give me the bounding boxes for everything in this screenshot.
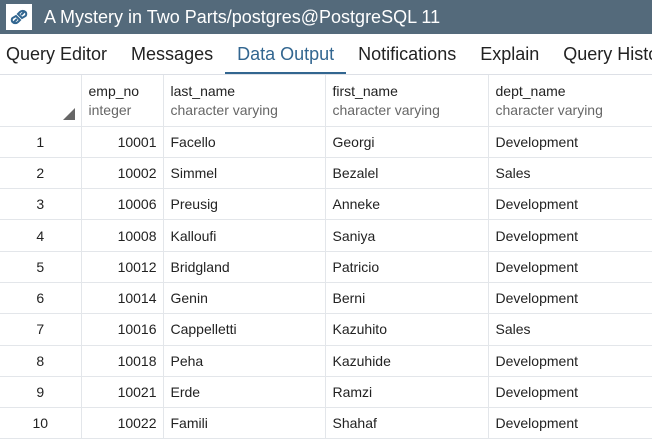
title-bar: A Mystery in Two Parts/postgres@PostgreS…	[0, 0, 652, 34]
cell-dept-name[interactable]: Development	[488, 345, 652, 377]
tab-bar: Query Editor Messages Data Output Notifi…	[0, 34, 652, 75]
tab-label: Data Output	[237, 43, 335, 64]
cell-dept-name[interactable]: Development	[488, 282, 652, 315]
row-number[interactable]: 1	[0, 126, 82, 158]
row-number[interactable]: 9	[0, 376, 82, 409]
cell-emp-no[interactable]: 10022	[81, 407, 164, 440]
cell-last-name[interactable]: Kalloufi	[163, 219, 326, 252]
cell-dept-name[interactable]: Development	[488, 126, 652, 158]
tab-query-history[interactable]: Query Histor	[551, 34, 652, 74]
cell-first-name[interactable]: Patricio	[325, 251, 489, 283]
row-number[interactable]: 4	[0, 219, 82, 252]
cell-dept-name[interactable]: Sales	[488, 157, 652, 190]
cell-emp-no[interactable]: 10016	[81, 313, 164, 346]
cell-last-name[interactable]: Bridgland	[163, 251, 326, 283]
tab-messages[interactable]: Messages	[119, 34, 225, 74]
data-output-grid: emp_no integer last_name character varyi…	[0, 75, 652, 440]
table-row[interactable]: 2 10002 Simmel Bezalel Sales	[0, 157, 652, 190]
column-type: character varying	[170, 102, 278, 118]
cell-first-name[interactable]: Bezalel	[325, 157, 489, 190]
column-header-first-name[interactable]: first_name character varying	[325, 75, 489, 127]
column-type: character varying	[332, 102, 440, 118]
cell-last-name[interactable]: Erde	[163, 376, 326, 409]
select-all-triangle-icon	[62, 107, 75, 120]
cell-first-name[interactable]: Shahaf	[325, 407, 489, 440]
table-row[interactable]: 10 10022 Famili Shahaf Development	[0, 407, 652, 440]
cell-emp-no[interactable]: 10008	[81, 219, 164, 252]
cell-first-name[interactable]: Ramzi	[325, 376, 489, 409]
column-name: last_name	[170, 83, 236, 99]
row-number[interactable]: 7	[0, 313, 82, 346]
cell-dept-name[interactable]: Development	[488, 219, 652, 252]
cell-emp-no[interactable]: 10018	[81, 345, 164, 377]
cell-emp-no[interactable]: 10002	[81, 157, 164, 190]
cell-first-name[interactable]: Kazuhito	[325, 313, 489, 346]
tab-notifications[interactable]: Notifications	[346, 34, 468, 74]
cell-dept-name[interactable]: Development	[488, 188, 652, 221]
table-row[interactable]: 3 10006 Preusig Anneke Development	[0, 188, 652, 221]
table-row[interactable]: 5 10012 Bridgland Patricio Development	[0, 251, 652, 283]
cell-last-name[interactable]: Genin	[163, 282, 326, 315]
table-row[interactable]: 8 10018 Peha Kazuhide Development	[0, 345, 652, 377]
cell-emp-no[interactable]: 10006	[81, 188, 164, 221]
tab-query-editor[interactable]: Query Editor	[0, 34, 119, 74]
tab-explain[interactable]: Explain	[468, 34, 551, 74]
column-type: character varying	[495, 102, 603, 118]
cell-last-name[interactable]: Simmel	[163, 157, 326, 190]
cell-first-name[interactable]: Anneke	[325, 188, 489, 221]
tab-data-output[interactable]: Data Output	[225, 34, 347, 74]
cell-last-name[interactable]: Peha	[163, 345, 326, 377]
row-number[interactable]: 8	[0, 345, 82, 377]
cell-dept-name[interactable]: Development	[488, 407, 652, 440]
cell-last-name[interactable]: Famili	[163, 407, 326, 440]
table-row[interactable]: 9 10021 Erde Ramzi Development	[0, 376, 652, 409]
tab-label: Explain	[480, 43, 540, 64]
cell-emp-no[interactable]: 10021	[81, 376, 164, 409]
cell-emp-no[interactable]: 10012	[81, 251, 164, 283]
cell-first-name[interactable]: Saniya	[325, 219, 489, 252]
row-number[interactable]: 2	[0, 157, 82, 190]
cell-last-name[interactable]: Facello	[163, 126, 326, 158]
cell-last-name[interactable]: Cappelletti	[163, 313, 326, 346]
table-row[interactable]: 1 10001 Facello Georgi Development	[0, 126, 652, 158]
tab-label: Notifications	[358, 43, 457, 64]
select-all-corner[interactable]	[0, 75, 82, 127]
row-number[interactable]: 3	[0, 188, 82, 221]
row-number[interactable]: 5	[0, 251, 82, 283]
cell-emp-no[interactable]: 10014	[81, 282, 164, 315]
row-number[interactable]: 6	[0, 282, 82, 315]
column-name: first_name	[332, 83, 398, 99]
connection-icon	[6, 4, 32, 30]
column-type: integer	[88, 102, 132, 118]
cell-last-name[interactable]: Preusig	[163, 188, 326, 221]
column-header-last-name[interactable]: last_name character varying	[163, 75, 326, 127]
row-number[interactable]: 10	[0, 407, 82, 440]
cell-first-name[interactable]: Kazuhide	[325, 345, 489, 377]
cell-emp-no[interactable]: 10001	[81, 126, 164, 158]
table-row[interactable]: 7 10016 Cappelletti Kazuhito Sales	[0, 313, 652, 346]
cell-dept-name[interactable]: Development	[488, 251, 652, 283]
column-header-emp-no[interactable]: emp_no integer	[81, 75, 164, 127]
tab-label: Query Histor	[563, 43, 652, 64]
column-header-dept-name[interactable]: dept_name character varying	[488, 75, 652, 127]
tab-label: Query Editor	[6, 43, 108, 64]
cell-dept-name[interactable]: Sales	[488, 313, 652, 346]
cell-first-name[interactable]: Georgi	[325, 126, 489, 158]
table-row[interactable]: 4 10008 Kalloufi Saniya Development	[0, 219, 652, 252]
column-name: dept_name	[495, 83, 566, 99]
cell-dept-name[interactable]: Development	[488, 376, 652, 409]
cell-first-name[interactable]: Berni	[325, 282, 489, 315]
column-name: emp_no	[88, 83, 140, 99]
window-title: A Mystery in Two Parts/postgres@PostgreS…	[44, 6, 441, 27]
table-row[interactable]: 6 10014 Genin Berni Development	[0, 282, 652, 315]
tab-label: Messages	[131, 43, 214, 64]
